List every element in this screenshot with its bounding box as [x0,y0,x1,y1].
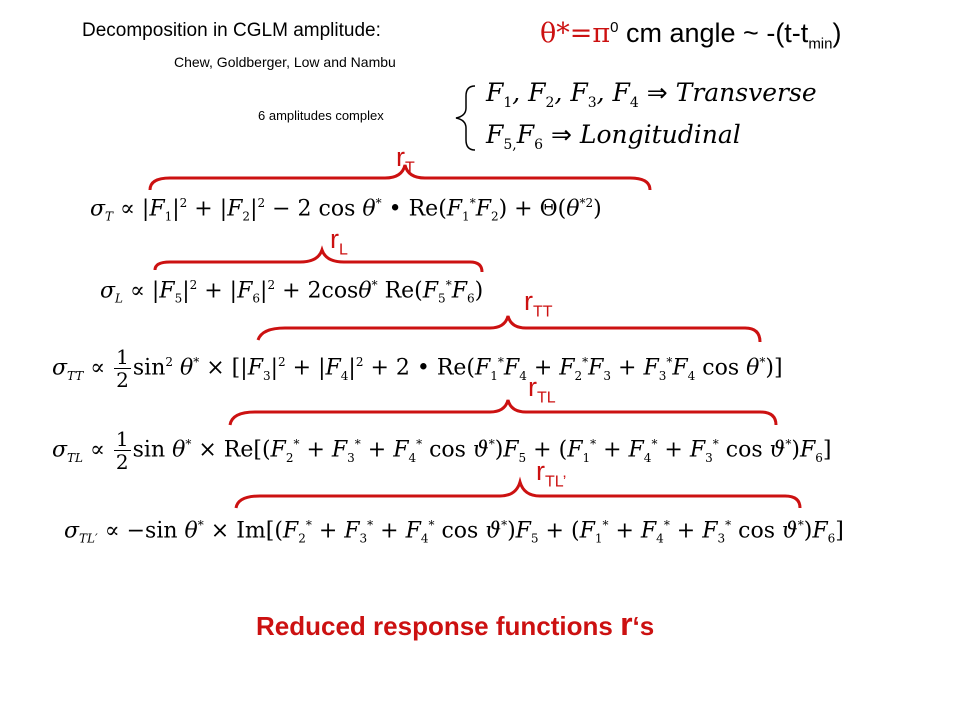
label-rTT: rTT [524,286,553,321]
footer-suffix: ‘s [632,611,655,641]
equation-sigma-TLp: σTL′ ∝ −sin θ* × Im[(F2* + F3* + F4* cos… [64,518,844,546]
label-rT: rT [396,142,415,177]
footer-r: r [620,606,633,642]
label-rTL: rTL [528,372,556,407]
page-title: Decomposition in CGLM amplitude: [82,20,381,41]
equation-sigma-T: σT ∝ |F1|2 + |F2|2 − 2 cos θ* • Re(F1*F2… [90,196,602,224]
label-rL: rL [330,224,348,259]
theta-condition: θ*=π0 cm angle ~ -(t-tmin) [540,18,841,52]
equals-pi: =π [569,18,611,49]
longitudinal-amplitudes: F5,F6 ⇒ Longitudinal [486,120,741,153]
pi-superscript: 0 [610,19,619,36]
footer-text: Reduced response functions [256,611,621,641]
cm-angle-text: cm angle ~ -(t-t [626,18,809,48]
theta-symbol: θ* [540,18,570,49]
footer-caption: Reduced response functions r‘s [256,606,654,643]
brace-T [148,164,652,191]
close-paren: ) [832,18,842,48]
transverse-amplitudes: F1, F2, F3, F4 ⇒ Transverse [486,78,817,111]
transverse-label: Transverse [675,78,817,107]
brace-L [153,245,484,273]
brace-TL [228,399,778,426]
amplitude-brace [455,85,476,151]
brace-TT [256,315,762,343]
label-rTLp: rTL’ [536,456,567,491]
brace-TLp [234,476,802,509]
authors-note: Chew, Goldberger, Low and Nambu [174,54,396,70]
longitudinal-label: Longitudinal [579,120,741,149]
equation-sigma-L: σL ∝ |F5|2 + |F6|2 + 2cosθ* Re(F5*F6) [100,278,484,306]
amplitudes-label: 6 amplitudes complex [258,108,384,123]
min-subscript: min [808,35,833,53]
